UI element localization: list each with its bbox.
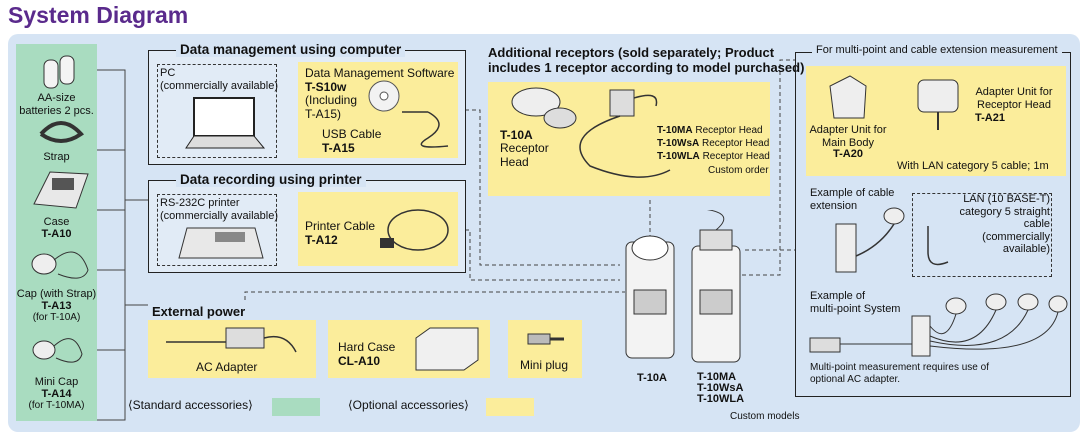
page-title: System Diagram — [8, 2, 189, 28]
meter-devices-icon — [625, 210, 741, 363]
pc-label: PC (commercially available) — [160, 67, 278, 92]
strap-label: Strap — [43, 151, 70, 163]
battery-icon — [43, 55, 75, 89]
cd-icon — [368, 80, 400, 112]
head-1: T-10MA Receptor Head — [657, 125, 763, 136]
mini-cap-code: T-A14 — [41, 388, 72, 400]
meter-models-label: T-10MA T-10WsA T-10WLA — [697, 371, 745, 405]
data-management-title: Data management using computer — [176, 42, 406, 57]
printer-title: Data recording using printer — [176, 172, 366, 187]
legend-optional-label: ⟨Optional accessories⟩ — [348, 398, 469, 412]
usb-cable-label: USB Cable — [322, 127, 382, 141]
mini-plug-area — [508, 320, 582, 378]
case-icon — [33, 171, 89, 209]
software-includes: (Including T-A15) — [305, 93, 358, 121]
adapter-head-icon — [917, 79, 959, 130]
pc-frame — [157, 64, 277, 158]
mini-plug-label: Mini plug — [520, 358, 569, 372]
adapter-body-code: T-A20 — [833, 148, 863, 160]
head-2: T-10WsA Receptor Head — [657, 138, 770, 149]
receptors-title: Additional receptors (sold separately; P… — [488, 45, 805, 75]
lan-cable-label: LAN (10 BASE-T) category 5 straight cabl… — [959, 193, 1051, 255]
hard-case-code: CL-A10 — [338, 354, 381, 368]
strap-icon — [39, 121, 85, 143]
batteries-label: AA-size batteries 2 pcs. — [19, 92, 94, 117]
mini-plug-icon — [527, 333, 564, 345]
adapter-body-label: Adapter Unit for Main Body — [809, 124, 887, 149]
software-label: Data Management Software — [305, 66, 455, 80]
external-power-title: External power — [152, 304, 246, 319]
lan-cable-icon — [927, 226, 949, 266]
cable-extension-icon — [835, 207, 905, 273]
t10a-receptor-icon — [511, 87, 577, 129]
custom-order-label: Custom order — [708, 165, 769, 176]
multipoint-note: Multi-point measurement requires use of … — [810, 362, 989, 385]
legend-optional-swatch — [486, 398, 534, 416]
custom-models-label: Custom models — [730, 411, 800, 422]
multipoint-system-icon — [809, 293, 1068, 357]
printer-cable-code: T-A12 — [305, 233, 338, 247]
cap-icon — [31, 251, 89, 279]
cable-extension-label: Example of cable extension — [810, 187, 895, 212]
legend-standard-label: ⟨Standard accessories⟩ — [128, 398, 253, 412]
printer-label: RS-232C printer (commercially available) — [160, 197, 278, 222]
receptor-head-icon — [579, 89, 671, 178]
legend-standard-swatch — [272, 398, 320, 416]
multipoint-example-label: Example of multi-point System — [810, 290, 901, 315]
adapter-head-code: T-A21 — [975, 112, 1005, 124]
cap-for: (for T-10A) — [32, 312, 81, 323]
mini-cap-for: (for T-10MA) — [28, 400, 85, 411]
printer-cable-label: Printer Cable — [305, 219, 376, 233]
printer-frame — [157, 194, 277, 266]
hard-case-icon — [415, 327, 479, 371]
case-label: Case — [43, 216, 70, 228]
lan-cable-frame — [912, 193, 1052, 277]
ac-adapter-icon — [166, 327, 297, 353]
printer-icon — [178, 227, 264, 259]
lan-note: With LAN category 5 cable; 1m — [897, 160, 1049, 172]
multipoint-title: For multi-point and cable extension meas… — [812, 44, 1062, 56]
usb-cable-icon — [402, 111, 449, 148]
mini-cap-label: Mini Cap — [34, 376, 79, 388]
printer-cable-area — [298, 192, 458, 266]
t10a-label: Receptor Head — [500, 141, 549, 169]
mini-cap-icon — [32, 338, 83, 363]
cap-code: T-A13 — [41, 300, 72, 312]
printer-cable-icon — [380, 209, 449, 251]
cap-label: Cap (with Strap) — [16, 288, 97, 300]
adapter-body-icon — [829, 75, 867, 119]
head-3: T-10WLA Receptor Head — [657, 151, 770, 162]
t10a-code: T-10A — [500, 128, 533, 142]
hard-case-label: Hard Case — [338, 340, 396, 354]
software-code: T-S10w — [305, 80, 347, 94]
laptop-icon — [185, 97, 266, 149]
meter-t10a-label: T-10A — [637, 372, 667, 384]
usb-cable-code: T-A15 — [322, 141, 355, 155]
adapter-head-label: Adapter Unit for Receptor Head — [975, 86, 1053, 111]
case-code: T-A10 — [41, 228, 72, 240]
ac-adapter-label: AC Adapter — [196, 360, 258, 374]
